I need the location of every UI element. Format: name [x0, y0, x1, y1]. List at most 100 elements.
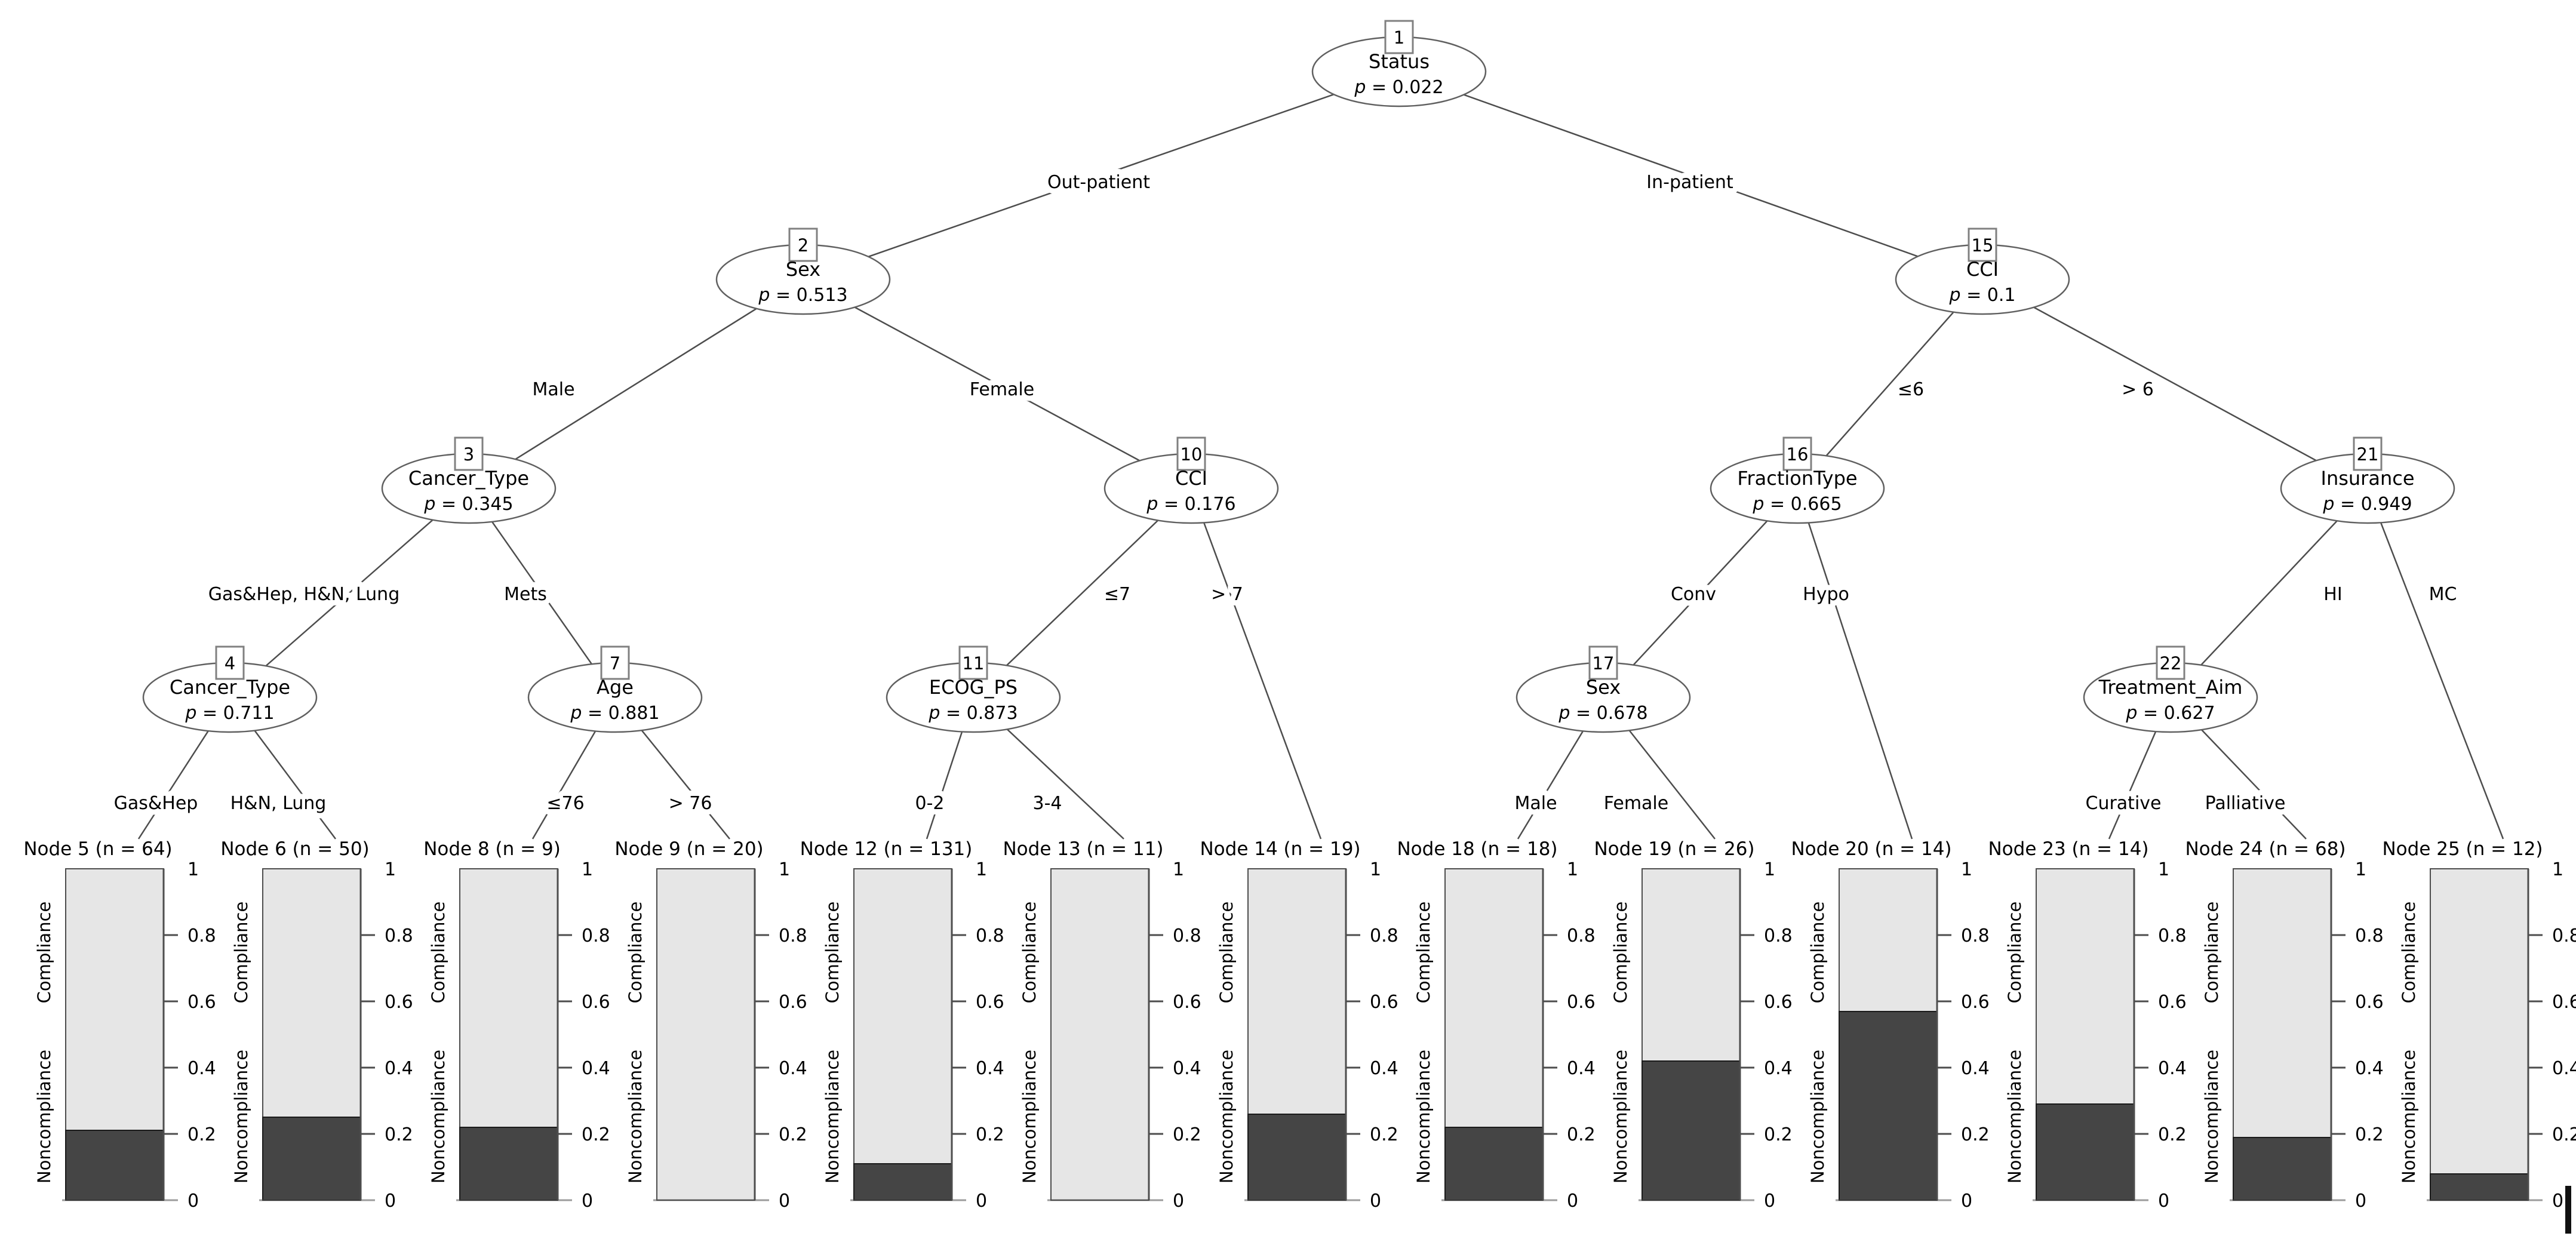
compliance-axis-label: Compliance: [1413, 902, 1434, 1004]
noncompliance-axis-label: Noncompliance: [1019, 1050, 1040, 1183]
node-id-badge: [215, 645, 245, 680]
edge-label: Mets: [504, 584, 547, 605]
node-id: 17: [1593, 653, 1615, 674]
noncompliance-bar-segment: [853, 1163, 952, 1201]
noncompliance-axis-label: Noncompliance: [2202, 1050, 2222, 1183]
node-id: 22: [2160, 653, 2182, 674]
terminal-node-title: Node 25 (n = 12): [2382, 838, 2543, 860]
axis-tick-label: 0.2: [1764, 1124, 1793, 1145]
axis-tick-label: 0.8: [2158, 926, 2187, 946]
compliance-axis-label: Compliance: [822, 902, 843, 1004]
noncompliance-bar-segment: [1641, 1060, 1741, 1201]
noncompliance-axis-label: Noncompliance: [428, 1050, 448, 1183]
edge-label: ≤7: [1104, 584, 1130, 605]
p-value-label: p = 0.176: [1146, 494, 1235, 515]
compliance-bar-segment: [1247, 868, 1347, 1115]
edge-label: Male: [532, 379, 574, 400]
split-variable-label: Insurance: [2321, 467, 2415, 490]
axis-tick-label: 0.4: [1370, 1058, 1398, 1079]
edge-label: MC: [2429, 584, 2457, 605]
compliance-axis-label: Compliance: [34, 902, 54, 1004]
axis-tick-label: 0.8: [2355, 926, 2384, 946]
noncompliance-axis-label: Noncompliance: [34, 1050, 54, 1183]
node-id: 4: [225, 653, 235, 674]
edge-label: 3-4: [1033, 793, 1062, 814]
axis-tick-label: 0.6: [582, 992, 610, 1013]
edge-label: Male: [1514, 793, 1557, 814]
axis-tick-label: 1: [2355, 859, 2366, 880]
compliance-bar-segment: [65, 868, 164, 1131]
compliance-bar-segment: [1050, 868, 1149, 1201]
axis-tick-label: 0.8: [1764, 926, 1793, 946]
p-value-label: p = 0.627: [2125, 703, 2215, 724]
axis-tick-label: 0.8: [976, 926, 1004, 946]
node-id: 10: [1181, 444, 1203, 465]
split-variable-label: CCI: [1966, 258, 1999, 281]
edge-label: Conv: [1671, 584, 1716, 605]
p-value-label: p = 0.711: [185, 703, 274, 724]
axis-tick-label: 0: [1173, 1191, 1184, 1212]
noncompliance-axis-label: Noncompliance: [1610, 1050, 1631, 1183]
axis-tick-label: 0.4: [1764, 1058, 1793, 1079]
noncompliance-axis-label: Noncompliance: [1413, 1050, 1434, 1183]
terminal-node-title: Node 19 (n = 26): [1594, 838, 1754, 860]
axis-tick-label: 0: [582, 1191, 593, 1212]
tree-edge: [229, 488, 469, 698]
axis-tick-label: 0.4: [187, 1058, 216, 1079]
noncompliance-bar-segment: [1839, 1011, 1938, 1201]
terminal-node-title: Node 20 (n = 14): [1791, 838, 1951, 860]
node-id: 16: [1787, 444, 1809, 465]
terminal-node-title: Node 12 (n = 131): [800, 838, 973, 860]
node-id: 21: [2357, 444, 2379, 465]
node-id: 7: [610, 653, 620, 674]
noncompliance-bar-segment: [2430, 1173, 2529, 1201]
node-id-badge: [1588, 645, 1618, 680]
tree-edge: [2366, 488, 2504, 840]
noncompliance-bar-segment: [1247, 1114, 1347, 1201]
compliance-axis-label: Compliance: [625, 902, 645, 1004]
noncompliance-bar-segment: [2233, 1137, 2332, 1201]
split-variable-label: Treatment_Aim: [2098, 676, 2243, 699]
axis-tick-label: 0.8: [2552, 926, 2576, 946]
node-id-badge: [1968, 227, 1997, 262]
p-value-label: p = 0.1: [1949, 285, 2016, 306]
node-id-badge: [1384, 20, 1414, 54]
axis-tick-label: 0.2: [1961, 1124, 1990, 1145]
cursor-artifact: [2565, 1186, 2571, 1234]
edge-label: Curative: [2086, 793, 2162, 814]
axis-tick-label: 0.4: [2355, 1058, 2384, 1079]
axis-tick-label: 0.2: [1370, 1124, 1398, 1145]
axis-tick-label: 1: [187, 859, 199, 880]
terminal-node-title: Node 14 (n = 19): [1200, 838, 1360, 860]
node-id: 2: [798, 235, 809, 256]
terminal-node-title: Node 23 (n = 14): [1988, 838, 2148, 860]
compliance-bar-segment: [2430, 868, 2529, 1174]
compliance-axis-label: Compliance: [1807, 902, 1828, 1004]
axis-tick-label: 0: [976, 1191, 987, 1212]
axis-tick-label: 0.4: [1961, 1058, 1990, 1079]
axis-tick-label: 0.6: [1173, 992, 1201, 1013]
axis-tick-label: 0: [1961, 1191, 1972, 1212]
axis-tick-label: 0.4: [2158, 1058, 2187, 1079]
axis-tick-label: 0: [1370, 1191, 1381, 1212]
axis-tick-label: 1: [385, 859, 396, 880]
split-variable-label: Age: [597, 676, 634, 699]
axis-tick-label: 1: [976, 859, 987, 880]
axis-tick-label: 0: [1567, 1191, 1578, 1212]
tree-edge: [1603, 488, 1798, 698]
node-id: 11: [963, 653, 985, 674]
terminal-node-title: Node 24 (n = 68): [2185, 838, 2346, 860]
terminal-node-title: Node 9 (n = 20): [614, 838, 763, 860]
node-id-badge: [600, 645, 630, 680]
axis-tick-label: 0.6: [385, 992, 413, 1013]
axis-tick-label: 0.8: [187, 926, 216, 946]
terminal-node-title: Node 5 (n = 64): [23, 838, 172, 860]
tree-edge: [1796, 488, 1913, 840]
compliance-axis-label: Compliance: [1610, 902, 1631, 1004]
split-variable-label: Status: [1369, 50, 1430, 73]
split-variable-label: Sex: [786, 258, 820, 281]
edge-label: 0-2: [915, 793, 945, 814]
axis-tick-label: 0: [2552, 1191, 2563, 1212]
terminal-node-title: Node 13 (n = 11): [1003, 838, 1163, 860]
